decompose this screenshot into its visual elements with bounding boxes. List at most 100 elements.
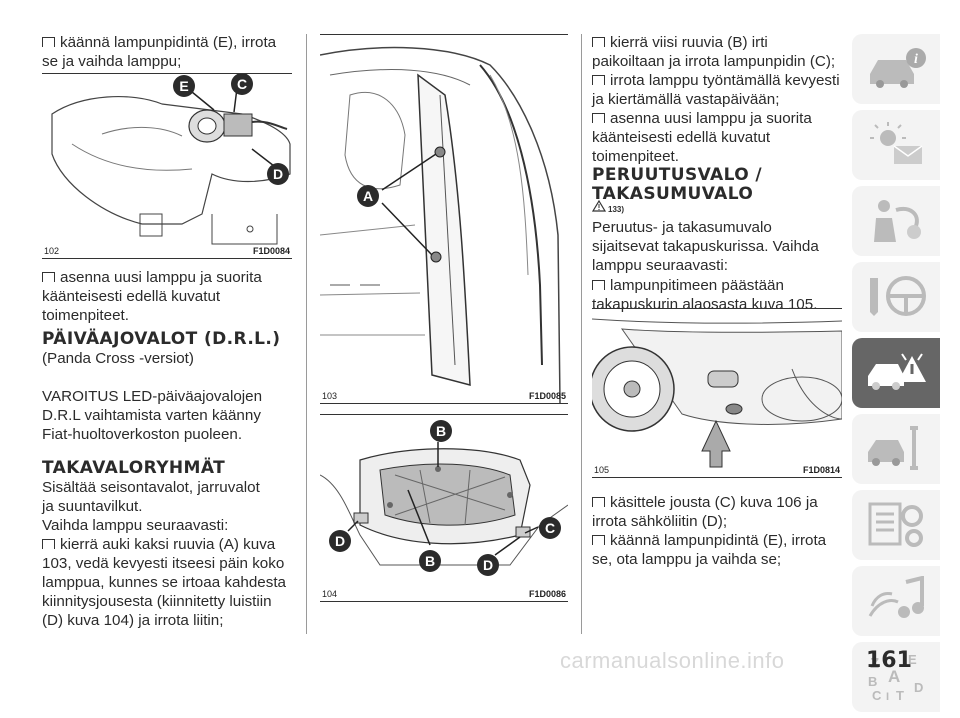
paragraph: Sisältää seisontavalot, jarruvalot ja su…: [42, 479, 260, 515]
svg-text:A: A: [363, 188, 373, 204]
paragraph: käännä lampunpidintä (E), irrota se ja v…: [42, 33, 292, 71]
svg-text:C: C: [872, 688, 882, 702]
label-c: C: [539, 517, 561, 539]
warning-reference: 133): [591, 199, 625, 215]
label-e: E: [173, 75, 195, 97]
figure-code: F1D0814: [802, 465, 840, 475]
tab-emergency[interactable]: [852, 338, 940, 408]
tab-technical-data[interactable]: [852, 490, 940, 560]
svg-text:D: D: [273, 166, 283, 182]
driving-icon: [870, 276, 926, 316]
svg-text:D: D: [335, 533, 345, 549]
paragraph-text: kierrä auki kaksi ruuvia (A) kuva 103, v…: [42, 536, 287, 629]
up-arrow-icon: [701, 419, 731, 468]
bullet-icon: [592, 280, 605, 290]
svg-text:I: I: [886, 691, 889, 702]
svg-text:Z: Z: [870, 655, 879, 672]
tab-driving[interactable]: [852, 262, 940, 332]
heading-reversing-light: PERUUTUSVALO / TAKASUMUVALO: [592, 165, 762, 204]
svg-text:C: C: [545, 520, 555, 536]
watermark: carmanualsonline.info: [560, 648, 785, 673]
label-d-right: D: [477, 554, 499, 576]
page-number: 161: [866, 648, 912, 673]
figure-103: A 103 F1D0085: [320, 34, 568, 404]
bullet-icon: [592, 535, 605, 545]
tailgate-illustration: A: [320, 46, 561, 403]
svg-text:i: i: [914, 52, 918, 67]
figure-number: 105: [594, 465, 610, 475]
emergency-icon: [868, 353, 926, 390]
label-d-left: D: [329, 530, 351, 552]
bullet-icon: [592, 113, 605, 123]
maintenance-icon: [868, 426, 918, 470]
svg-text:E: E: [179, 78, 188, 94]
svg-text:D: D: [914, 680, 923, 695]
paragraph: Vaihda lamppu seuraavasti:: [42, 517, 229, 534]
paragraph: asenna uusi lamppu ja suorita käänteises…: [592, 109, 842, 166]
bullet-icon: [592, 37, 605, 47]
safety-icon: [874, 200, 921, 242]
paragraph-text: irrota lamppu työntämällä kevyesti ja ki…: [592, 72, 840, 108]
figure-code: F1D0084: [252, 246, 290, 256]
car-info-icon: i: [870, 48, 926, 88]
multimedia-icon: [868, 576, 924, 618]
heading-rear-lights: TAKAVALORYHMÄT: [42, 458, 226, 478]
rear-lamp-illustration: B C D B D: [320, 420, 568, 576]
column-divider: [581, 34, 582, 634]
svg-text:B: B: [425, 553, 435, 569]
bullet-icon: [592, 497, 605, 507]
tab-multimedia[interactable]: [852, 566, 940, 636]
bullet-icon: [42, 539, 55, 549]
warning-triangle-icon: [591, 199, 607, 212]
tab-safety[interactable]: [852, 186, 940, 256]
figure-code: F1D0085: [528, 391, 566, 401]
chapter-tabs: i Z E A B C D I T: [852, 34, 940, 718]
paragraph: kierrä viisi ruuvia (B) irti paikoiltaan…: [592, 33, 842, 71]
svg-text:C: C: [237, 76, 247, 92]
svg-text:B: B: [436, 423, 446, 439]
tab-maintenance[interactable]: [852, 414, 940, 484]
bullet-icon: [592, 75, 605, 85]
paragraph-text: käännä lampunpidintä (E), irrota se ja v…: [42, 34, 277, 70]
paragraph: käännä lampunpidintä (E), irrota se, ota…: [592, 531, 842, 569]
paragraph: irrota lamppu työntämällä kevyesti ja ki…: [592, 71, 842, 109]
paragraph-text: asenna uusi lamppu ja suorita käänteises…: [42, 269, 262, 324]
svg-text:D: D: [483, 557, 493, 573]
figure-104: B C D B D 104 F1D0086: [320, 414, 568, 602]
paragraph-text: käsittele jousta (C) kuva 106 ja irrota …: [592, 494, 818, 530]
figure-code: F1D0086: [528, 589, 566, 599]
figure-number: 104: [322, 589, 338, 599]
figure-number: 102: [44, 246, 60, 256]
figure-105: 105 F1D0814: [592, 308, 842, 478]
technical-data-icon: [868, 502, 923, 547]
figure-number: 103: [322, 391, 338, 401]
svg-text:B: B: [868, 674, 877, 689]
label-d: D: [267, 163, 289, 185]
heading-drl: PÄIVÄAJOVALOT (D.R.L.): [42, 329, 281, 349]
label-a: A: [357, 185, 379, 207]
headlamp-illustration: E C D: [51, 74, 291, 245]
paragraph-text: kierrä viisi ruuvia (B) irti paikoiltaan…: [592, 34, 836, 70]
label-b-top: B: [430, 420, 452, 442]
paragraph: VAROITUS LED-päiväajovalojen D.R.L vaiht…: [42, 388, 263, 443]
label-c: C: [231, 74, 253, 95]
paragraph: (Panda Cross -versiot): [42, 350, 194, 367]
warning-lights-icon: [870, 122, 923, 164]
tab-car-info[interactable]: i: [852, 34, 940, 104]
figure-102: E C D 102 F1D0084: [42, 73, 292, 259]
warning-ref-number: 133): [608, 204, 625, 214]
paragraph-text: käännä lampunpidintä (E), irrota se, ota…: [592, 532, 827, 568]
svg-text:T: T: [896, 688, 904, 702]
svg-text:E: E: [908, 652, 917, 667]
tab-warning-lights[interactable]: [852, 110, 940, 180]
rear-bumper-illustration: [592, 318, 842, 468]
paragraph: asenna uusi lamppu ja suorita käänteises…: [42, 268, 292, 325]
label-b-bottom: B: [419, 550, 441, 572]
bullet-icon: [42, 272, 55, 282]
bullet-icon: [42, 37, 55, 47]
paragraph: Peruutus- ja takasumuvalo sijaitsevat ta…: [592, 219, 819, 274]
column-divider: [306, 34, 307, 634]
paragraph-text: asenna uusi lamppu ja suorita käänteises…: [592, 110, 812, 165]
paragraph: käsittele jousta (C) kuva 106 ja irrota …: [592, 493, 842, 531]
paragraph: kierrä auki kaksi ruuvia (A) kuva 103, v…: [42, 535, 292, 630]
